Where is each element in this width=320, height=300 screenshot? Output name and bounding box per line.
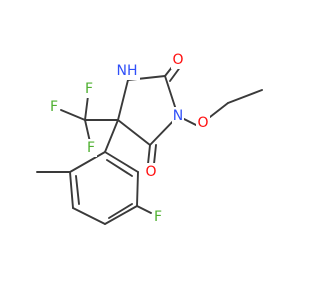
atom-nh: NH (117, 63, 138, 79)
atom-f3: F (87, 140, 95, 156)
ring-bond-1 (69, 151, 106, 173)
atom-n: N (173, 108, 183, 124)
label-o-ether: O (196, 114, 210, 132)
bond-cf3-f3 (84, 119, 91, 143)
bond-cf3-f2 (60, 109, 86, 121)
bond-ch2-ch3 (227, 89, 263, 104)
label-f1: F (83, 80, 95, 98)
bond-c5-nh (117, 79, 129, 121)
ring-bond-6 (104, 151, 139, 173)
atom-o-lower-carbonyl: O (145, 164, 156, 180)
structure-diagram: NH N O O O F F F (36, 51, 263, 226)
label-nh: NH (114, 62, 140, 80)
ring-double-2 (108, 203, 133, 219)
label-f-ring: F (152, 208, 164, 226)
bond-cf3-f1 (84, 95, 89, 121)
label-o-upper: O (171, 51, 185, 69)
ring-bond-5 (136, 171, 139, 207)
ring-double-3 (106, 159, 133, 177)
molecule-drawing: NH N O O O F F F (36, 51, 263, 226)
bond-c4-c5 (117, 119, 151, 146)
bond-c4-o-double-a (147, 144, 151, 165)
label-f3: F (85, 139, 97, 157)
bond-c4-o-double-b (153, 144, 157, 165)
ring-bond-3 (72, 207, 106, 225)
ring-bond-2 (69, 171, 74, 209)
atom-o-ether: O (197, 115, 208, 131)
bond-c5-aryl (104, 119, 119, 153)
atom-labels: NH N O O O F F F (48, 51, 210, 226)
label-f2: F (48, 98, 60, 116)
atom-o-upper-carbonyl: O (172, 52, 183, 68)
label-o-lower: O (144, 163, 158, 181)
bonds (36, 61, 263, 225)
ring-double-1 (75, 175, 80, 205)
label-n: N (172, 107, 184, 125)
bond-o-ch2 (209, 102, 229, 118)
atom-f2: F (50, 99, 58, 115)
atom-f-ring: F (154, 209, 162, 225)
atom-f1: F (85, 81, 93, 97)
ring-bond-4 (104, 205, 138, 225)
bond-ring-f (136, 205, 152, 214)
